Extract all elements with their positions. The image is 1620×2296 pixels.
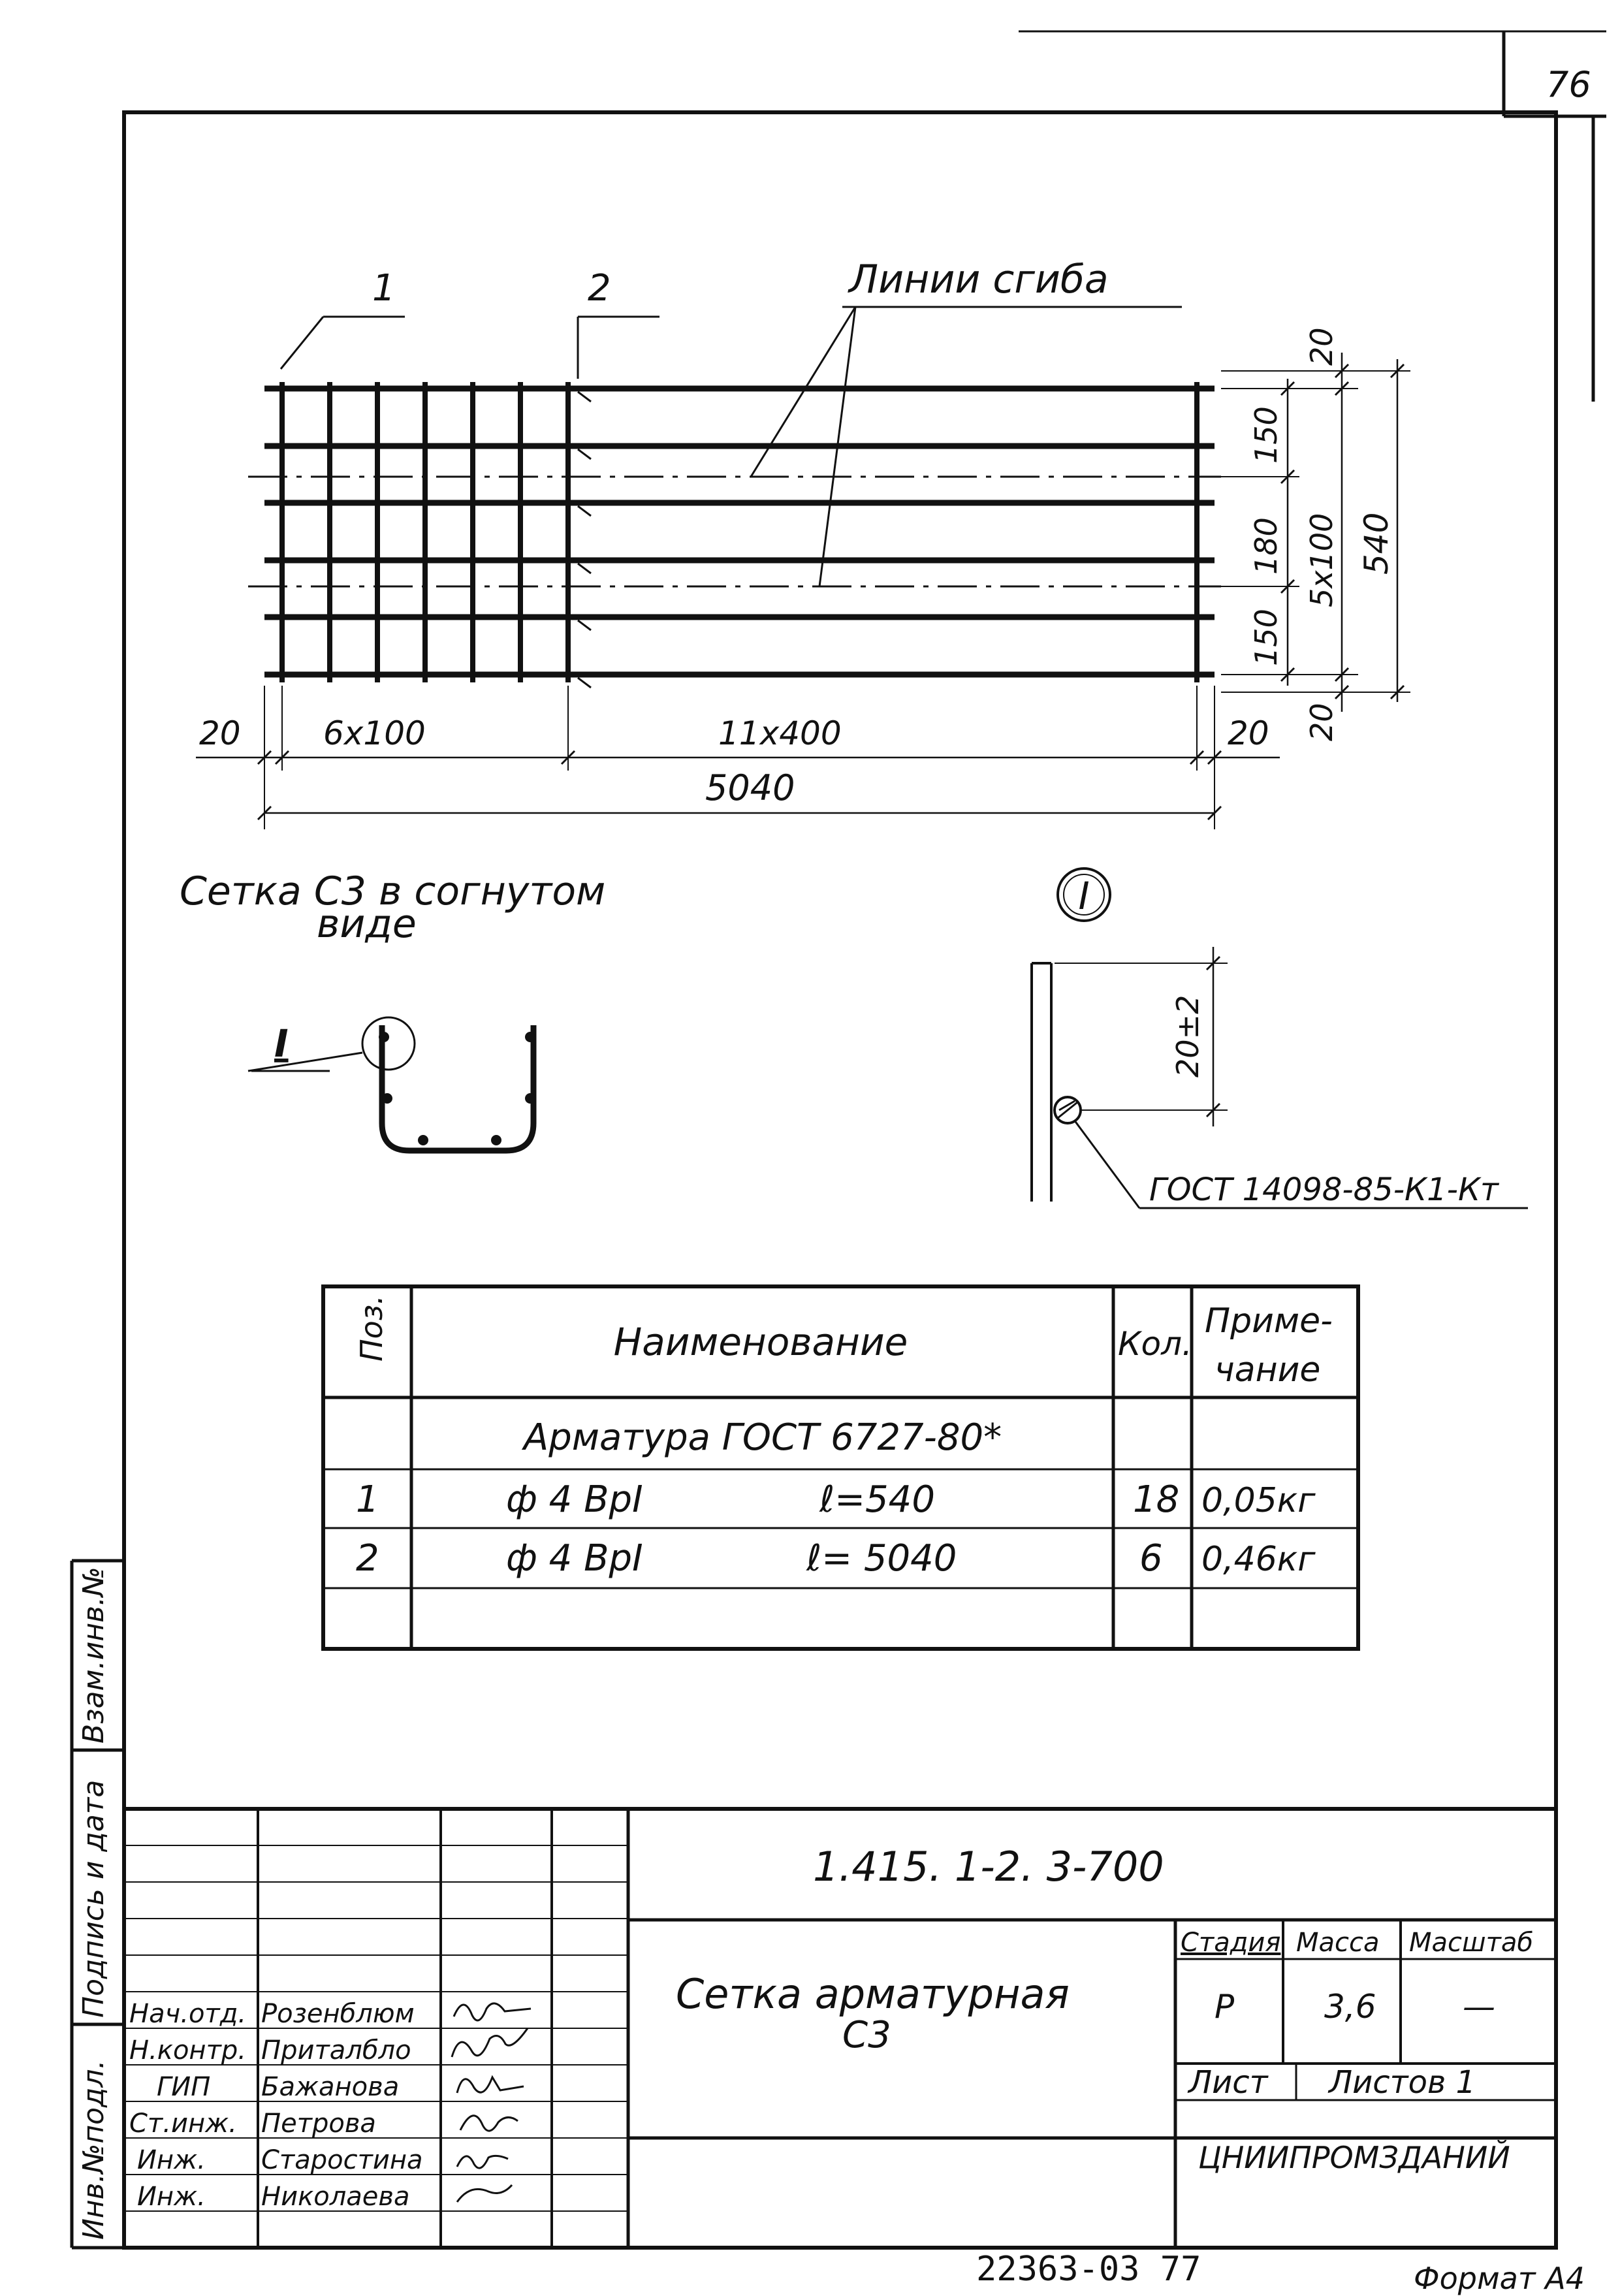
fold-leader (818, 306, 857, 587)
pos-label-2: 2 (588, 267, 611, 310)
staff-role: ГИП (157, 2072, 210, 2102)
staff-role: Инж. (137, 2145, 206, 2175)
row-1-qty: 18 (1133, 1478, 1179, 1521)
staff-name: Николаева (261, 2182, 409, 2212)
stage-header: Стадия (1181, 1928, 1280, 1958)
dim-total-length: 5040 (705, 767, 795, 808)
mass-header: Масса (1296, 1928, 1380, 1958)
scale-value: — (1463, 1988, 1495, 2026)
dim-left-span: 6x100 (323, 714, 426, 752)
detail-I: I 20±2 ГОСТ 14098-85-К1-Кт (1030, 867, 1528, 1209)
detail-I-circle-label: I (1078, 874, 1089, 918)
row-0-name: Арматура ГОСТ 6727-80* (522, 1416, 1002, 1459)
right-dimensions: 20 150 180 150 5x100 540 20 (1221, 327, 1410, 741)
left-margin-strip (70, 1559, 124, 2250)
margin-label-inv-no: Инв.№подл. (77, 2060, 110, 2240)
stage-value: Р (1215, 1988, 1235, 2026)
row-1-pos: 1 (356, 1478, 379, 1521)
staff-role: Инж. (137, 2182, 206, 2212)
dim-right-margin: 20 (1228, 714, 1269, 752)
bent-caption-line2: виде (317, 901, 417, 947)
row-1-name: ф 4 ВрI (506, 1478, 643, 1521)
signatures (451, 2002, 532, 2203)
bent-caption-line1: Сетка С3 в согнутом (180, 869, 605, 914)
leader-pos-1 (279, 316, 325, 370)
mesh-plan (248, 382, 1221, 689)
staff-role: Нач.отд. (129, 1999, 246, 2029)
dim-mid-span: 11x400 (718, 714, 842, 752)
dim-top-margin: 20 (1304, 327, 1339, 366)
dim-bottom-margin: 20 (1304, 703, 1339, 741)
detail-I-circle (1056, 867, 1111, 922)
row-2-pos: 2 (356, 1537, 379, 1580)
row-2-name: ф 4 ВрI (506, 1537, 643, 1580)
staff-role: Н.контр. (129, 2035, 246, 2065)
detail-callout-label: I (274, 1021, 289, 1066)
row-2-length: ℓ= 5040 (806, 1537, 957, 1580)
staff-name: Приталбло (261, 2035, 411, 2065)
margin-label-replacement-inv: Взам.инв.№ (77, 1567, 110, 1744)
mass-value: 3,6 (1324, 1988, 1376, 2026)
document-code: 1.415. 1-2. 3-700 (813, 1843, 1164, 1890)
staff-name: Старостина (261, 2145, 423, 2175)
weld-standard: ГОСТ 14098-85-К1-Кт (1149, 1172, 1500, 1208)
detail-circle-marker (361, 1016, 416, 1071)
staff-name: Розенблюм (261, 1999, 415, 2029)
document-title-line1: Сетка арматурная (676, 1970, 1070, 2018)
order-number: 22363-03 77 (976, 2250, 1201, 2289)
row-1-note: 0,05кг (1201, 1481, 1316, 1520)
sheets-label: Листов 1 (1327, 2064, 1476, 2101)
row-2-note: 0,46кг (1201, 1540, 1316, 1579)
col-header-note-2: чание (1215, 1350, 1320, 1390)
title-block: 1.415. 1-2. 3-700 Сетка арматурная С3 Ст… (124, 1807, 1556, 2248)
format-label: Формат А4 (1414, 2261, 1585, 2296)
staff-name: Петрова (261, 2109, 376, 2139)
spec-table: Поз. Наименование Кол. Приме- чание Арма… (321, 1284, 1360, 1651)
bent-section: I (247, 1016, 537, 1154)
document-title-line2: С3 (842, 2014, 891, 2056)
dim-seg-1: 150 (1248, 406, 1284, 464)
bottom-dimensions: 20 6x100 11x400 20 5040 (196, 686, 1280, 829)
col-header-pos: Поз. (354, 1295, 389, 1362)
drawing-frame (122, 110, 1558, 2250)
page-number: 76 (1546, 64, 1591, 105)
sheet-label: Лист (1187, 2064, 1269, 2101)
pos-label-1: 1 (372, 267, 396, 310)
dim-spacing: 5x100 (1304, 513, 1339, 607)
row-2-qty: 6 (1139, 1537, 1163, 1580)
detail-dim: 20±2 (1170, 995, 1205, 1077)
col-header-note-1: Приме- (1205, 1301, 1333, 1341)
fold-leader (750, 306, 857, 477)
staff-name: Бажанова (261, 2072, 399, 2102)
dim-total-width: 540 (1358, 513, 1395, 575)
dim-seg-3: 150 (1248, 609, 1284, 666)
scale-header: Масштаб (1409, 1928, 1533, 1958)
dim-seg-2: 180 (1248, 517, 1284, 575)
organization: ЦНИИПРОМЗДАНИЙ (1198, 2140, 1510, 2175)
fold-lines-label: Линии сгиба (848, 257, 1109, 302)
col-header-qty: Кол. (1118, 1325, 1192, 1363)
margin-label-signature-date: Подпись и дата (77, 1779, 110, 2018)
row-1-length: ℓ=540 (819, 1478, 935, 1521)
dim-left-margin: 20 (199, 714, 241, 752)
staff-role: Ст.инж. (129, 2109, 237, 2139)
col-header-name: Наименование (614, 1320, 908, 1364)
